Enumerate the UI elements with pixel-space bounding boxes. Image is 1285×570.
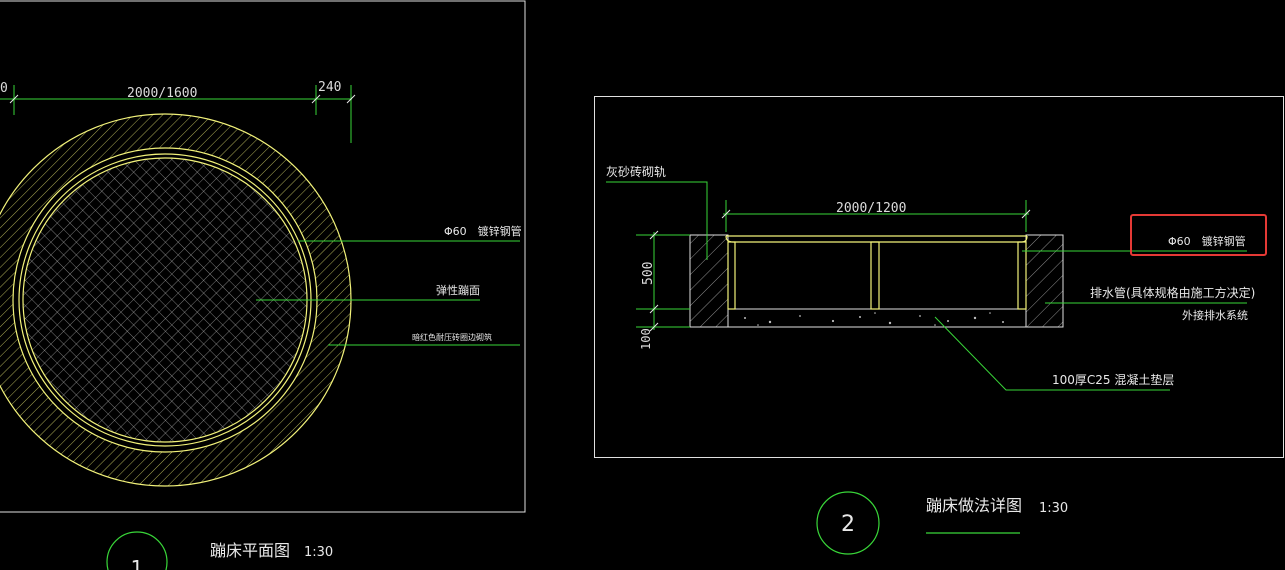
section-wall-right bbox=[1025, 234, 1064, 328]
plan-leaders bbox=[256, 240, 520, 346]
plan-dim-right: 240 bbox=[318, 80, 341, 95]
highlight-box[interactable] bbox=[1130, 214, 1267, 256]
plan-number: 1 bbox=[131, 556, 144, 570]
section-label-concrete: 100厚C25 混凝土垫层 bbox=[1052, 372, 1174, 387]
plan-dimension bbox=[0, 85, 356, 143]
section-title: 蹦床做法详图 bbox=[926, 496, 1022, 515]
plan-frame bbox=[0, 0, 526, 513]
section-number: 2 bbox=[841, 512, 855, 537]
plan-label-pipe: Φ60 镀锌钢管 bbox=[444, 224, 522, 238]
section-label-drain2: 外接排水系统 bbox=[1182, 308, 1248, 322]
plan-label-mat: 弹性蹦面 bbox=[436, 283, 480, 297]
section-dimensions bbox=[636, 200, 1031, 332]
section-dim-width: 2000/1200 bbox=[836, 201, 906, 216]
section-label-track: 灰砂砖砌轨 bbox=[606, 164, 666, 179]
plan-dim-left: 0 bbox=[0, 81, 8, 96]
section-wall-left bbox=[689, 234, 729, 328]
section-pipe-frame bbox=[725, 235, 1028, 310]
concrete-speckles bbox=[744, 312, 1004, 326]
section-frame bbox=[594, 96, 1284, 458]
plan-scale: 1:30 bbox=[304, 545, 333, 560]
plan-label-rail: 暗红色耐压砖圈边砌筑 bbox=[412, 332, 492, 342]
section-view: 2000/1200 500 100 灰砂砖砌轨 Φ60 镀锌钢管 排水管(具体规… bbox=[594, 96, 1284, 555]
section-leaders bbox=[606, 181, 1247, 391]
plan-number-circle bbox=[106, 531, 168, 570]
plan-view: 0 2000/1600 240 Φ60 镀锌钢管 弹性蹦面 暗红色耐压砖圈边砌筑… bbox=[0, 0, 526, 570]
section-concrete-base bbox=[727, 308, 1027, 328]
section-dim-height: 500 bbox=[641, 262, 656, 285]
section-label-drain: 排水管(具体规格由施工方决定) bbox=[1090, 285, 1255, 300]
plan-dim-main: 2000/1600 bbox=[127, 86, 197, 101]
section-label-pipe: Φ60 镀锌钢管 bbox=[1168, 234, 1246, 248]
section-dim-base: 100 bbox=[639, 328, 653, 350]
section-number-circle bbox=[816, 491, 880, 555]
plan-title: 蹦床平面图 bbox=[210, 541, 290, 560]
section-scale: 1:30 bbox=[1039, 501, 1068, 516]
